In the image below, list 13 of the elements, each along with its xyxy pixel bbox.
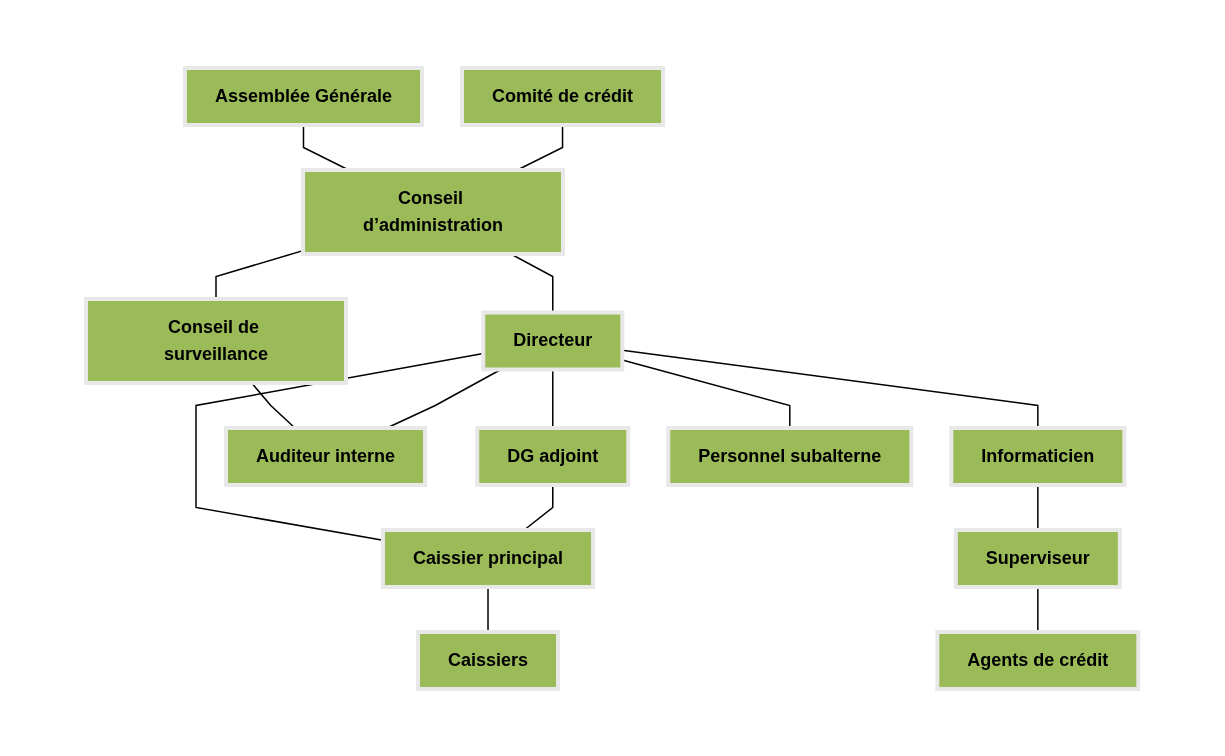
- node-box: Comité de crédit: [460, 65, 666, 127]
- node-box: Personnel subalterne: [666, 425, 914, 487]
- node-box: Auditeur interne: [224, 425, 428, 487]
- node-box: Superviseur: [954, 527, 1123, 589]
- node-box: Conseil d’administration: [301, 167, 566, 256]
- node-box: Directeur: [481, 310, 625, 371]
- node-box: Informaticien: [949, 425, 1127, 487]
- node-box: Assemblée Générale: [183, 65, 425, 127]
- node-box: Caissier principal: [381, 527, 596, 589]
- node-box: DG adjoint: [475, 425, 631, 487]
- node-box: Caissiers: [416, 629, 561, 691]
- node-box: Conseil de surveillance: [84, 296, 349, 385]
- node-box: Agents de crédit: [935, 629, 1141, 691]
